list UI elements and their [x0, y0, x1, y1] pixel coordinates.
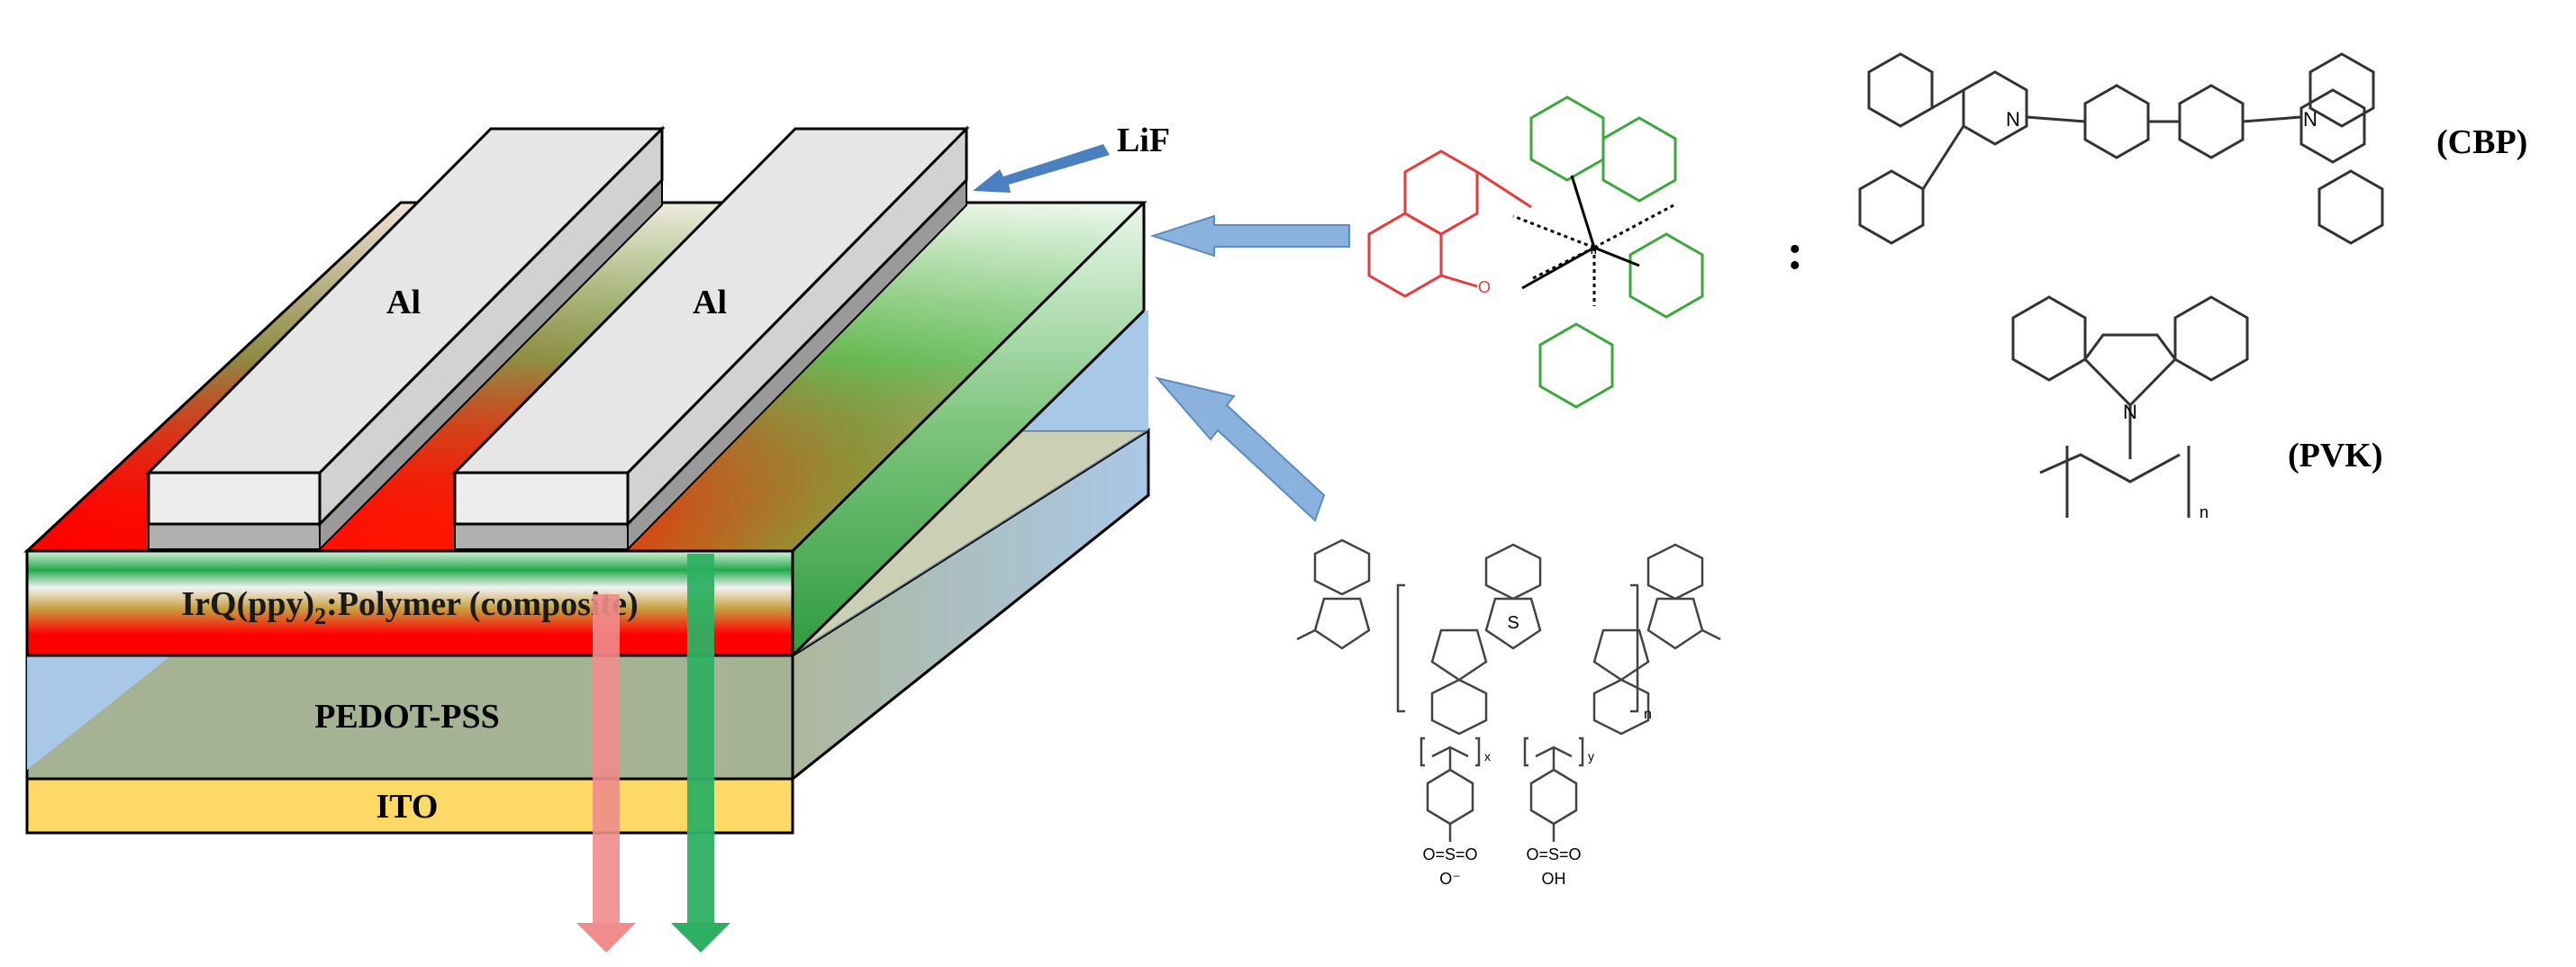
cbp-structure — [1858, 52, 2384, 245]
ir-center-label: Ir — [1590, 242, 1599, 258]
pss-left-anion: O⁻ — [1439, 870, 1461, 888]
cbp-label: (CBP) — [2436, 123, 2527, 161]
ir-oxygen-label: O — [1478, 278, 1491, 296]
lif-pointer-arrow — [973, 144, 1110, 193]
pedot-pointer-arrow — [1155, 376, 1326, 522]
al-right-label: Al — [693, 284, 727, 321]
green-emission-arrow — [671, 554, 730, 953]
pss-subscript-x: x — [1484, 749, 1491, 764]
pvk-structure — [2011, 295, 2249, 518]
pedot-pss-layer — [25, 311, 1150, 782]
pedot-s: S — [1507, 613, 1519, 633]
cbp-n-right: N — [2303, 108, 2317, 131]
lif-label: LiF — [1117, 122, 1170, 159]
pedot-subscript: n — [1644, 707, 1652, 722]
pvk-n: N — [2123, 401, 2137, 423]
pedot-pss-label: PEDOT-PSS — [314, 698, 500, 736]
ir-complex-structure: Ir O — [1367, 95, 1704, 409]
pss-subscript-y: y — [1588, 749, 1594, 764]
ito-label: ITO — [376, 788, 438, 826]
pss-left-group: O=S=O — [1422, 845, 1477, 863]
al-left-label: Al — [386, 284, 421, 321]
pvk-subscript: n — [2200, 503, 2209, 521]
red-emission-arrow — [576, 594, 636, 953]
pss-right-oh: OH — [1542, 870, 1566, 888]
complex-separator: : — [1787, 224, 1804, 280]
emissive-pointer-arrow — [1149, 214, 1350, 258]
pedot-structure — [1296, 538, 1721, 736]
al-electrode-left — [145, 125, 666, 552]
al-electrode-right — [451, 125, 970, 552]
cbp-n-left: N — [2006, 108, 2020, 131]
pss-structure — [1420, 737, 1584, 842]
emissive-layer-label: IrQ(ppy)2:Polymer (composite) — [181, 585, 638, 629]
pvk-label: (PVK) — [2288, 437, 2383, 474]
pss-right-group: O=S=O — [1526, 845, 1581, 863]
